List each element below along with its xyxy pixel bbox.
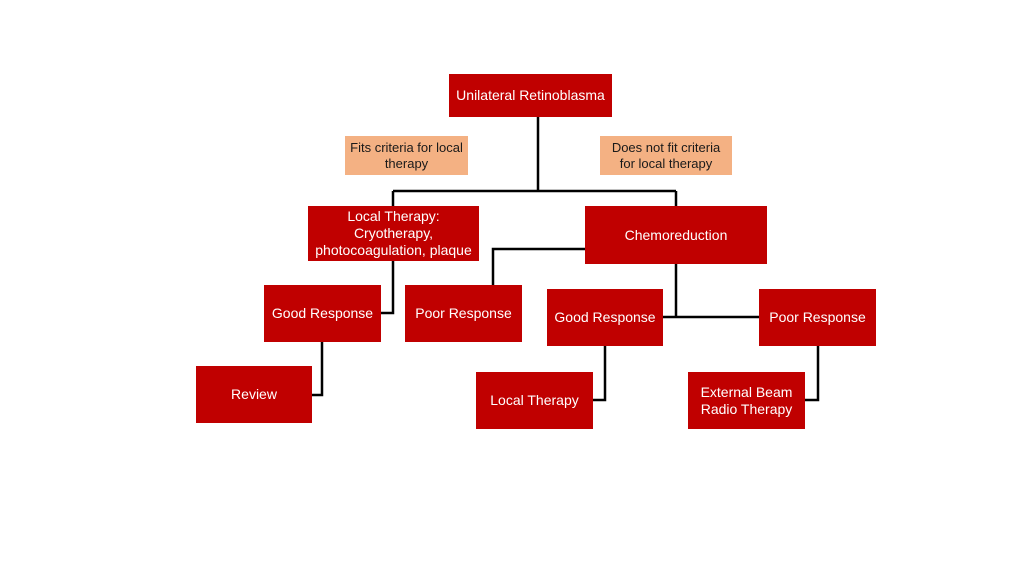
root-node: Unilateral Retinoblasma (449, 74, 612, 117)
connector-poor-to-ebrt (805, 346, 820, 402)
not-fit-criteria-label: Does not fit criteria for local therapy (600, 136, 732, 175)
connector-local-to-good (381, 261, 395, 315)
local-poor-response-node: Poor Response (405, 285, 522, 342)
local-therapy-options-node: Local Therapy: Cryotherapy, photocoagula… (308, 206, 479, 261)
fits-criteria-label: Fits criteria for local therapy (345, 136, 468, 175)
chemoreduction-node: Chemoreduction (585, 206, 767, 264)
external-beam-node: External Beam Radio Therapy (688, 372, 805, 429)
connector-good-to-review (312, 342, 324, 397)
connector-chemo-to-poor-left (491, 247, 585, 285)
local-therapy-node: Local Therapy (476, 372, 593, 429)
connector-good-to-local-therapy (593, 346, 607, 402)
chemo-poor-response-node: Poor Response (759, 289, 876, 346)
review-node: Review (196, 366, 312, 423)
chemo-good-response-node: Good Response (547, 289, 663, 346)
local-good-response-node: Good Response (264, 285, 381, 342)
